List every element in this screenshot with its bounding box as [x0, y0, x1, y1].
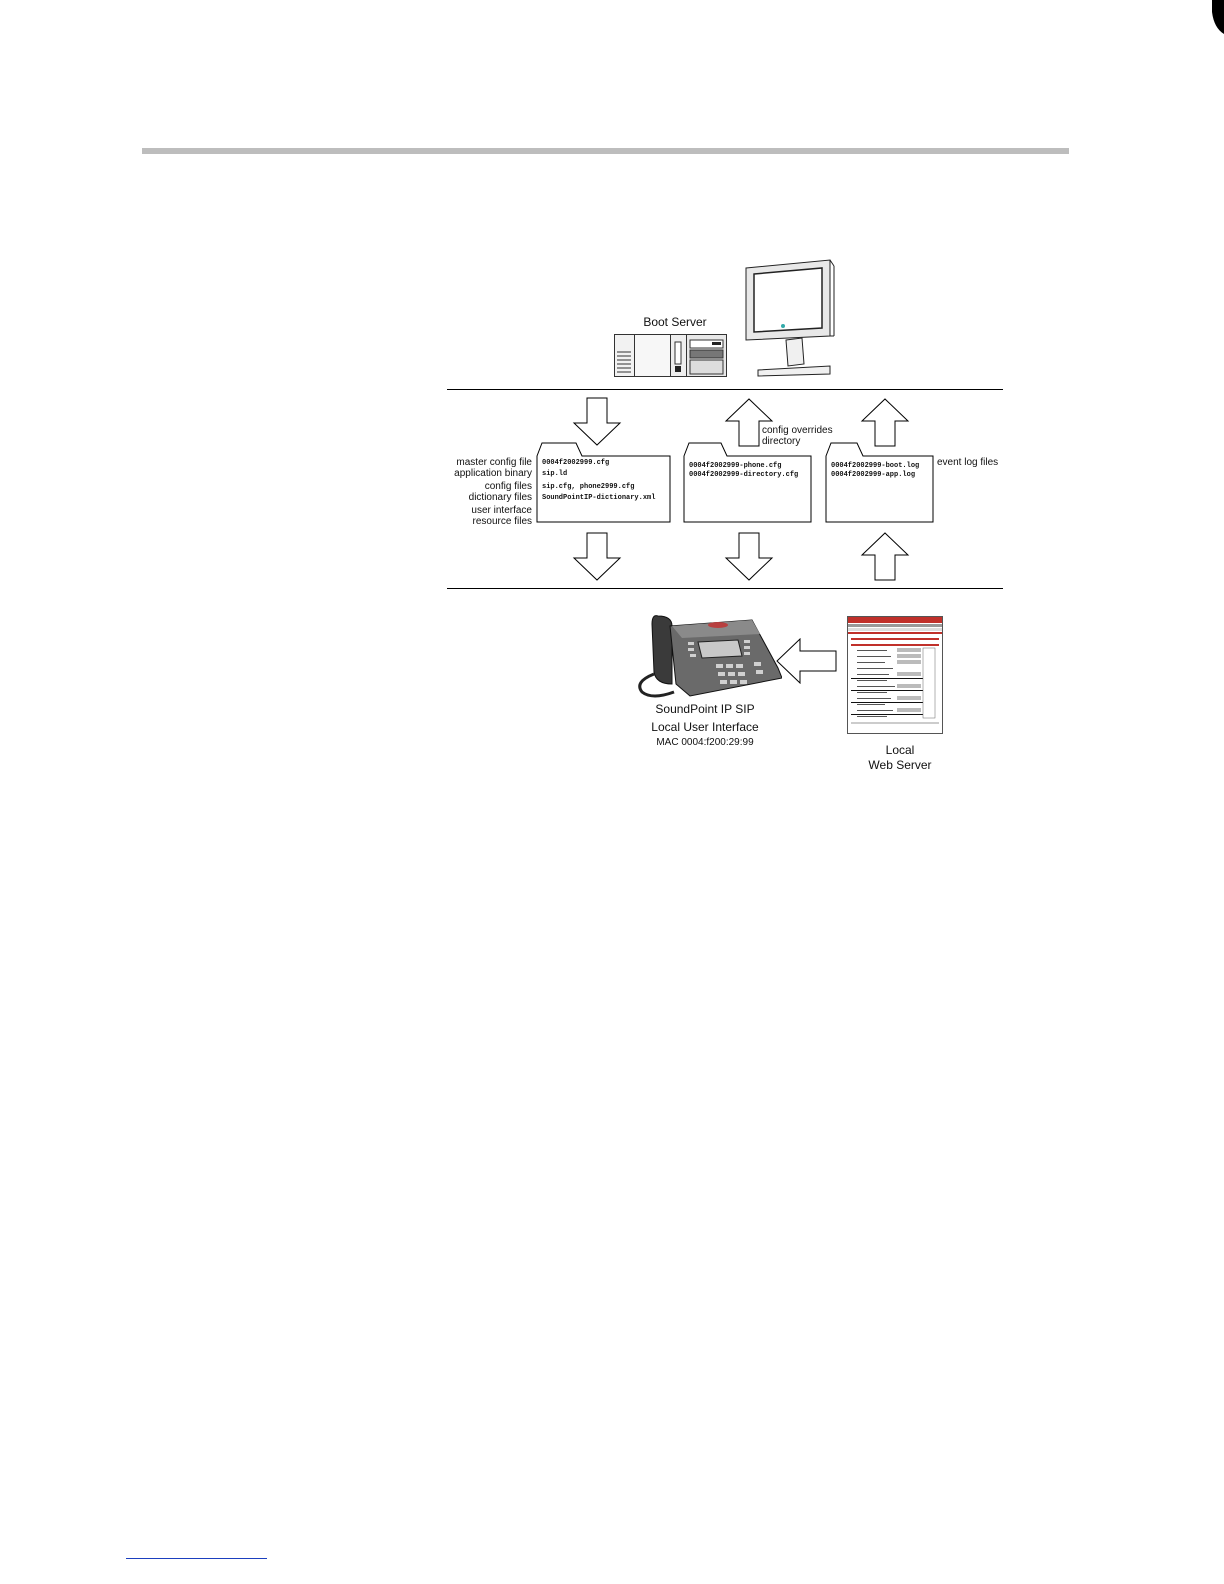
arrow-down-icon	[724, 532, 774, 582]
folder3-file-2: 0004f2002999-app.log	[831, 470, 915, 482]
master-config-label: master config file	[422, 457, 532, 469]
web-server-label-2: Web Server	[850, 758, 950, 772]
arrow-down-icon	[572, 532, 622, 582]
config-overrides-label: config overrides	[762, 425, 833, 436]
folder2-file-2: 0004f2002999-directory.cfg	[689, 470, 798, 482]
footer-link-underline	[126, 1558, 267, 1559]
event-log-label: event log files	[937, 457, 998, 468]
folder-logs	[825, 442, 935, 524]
monitor-icon	[738, 258, 838, 378]
dictionary-files-label: dictionary files	[422, 492, 532, 504]
boot-server-label: Boot Server	[620, 315, 730, 329]
arrow-down-icon	[572, 397, 622, 447]
arrow-left-icon	[776, 638, 838, 684]
phone-mac-label: MAC 0004:f200:29:99	[620, 737, 790, 748]
config-files-label: config files	[422, 481, 532, 493]
boot-server-divider	[447, 389, 1003, 390]
web-server-page-icon	[847, 616, 943, 734]
phone-label: SoundPoint IP SIP	[620, 702, 790, 716]
application-binary-label: application binary	[422, 468, 532, 480]
server-tower-icon	[614, 330, 734, 380]
folder-overrides	[683, 442, 813, 524]
header-rule	[142, 148, 1069, 154]
phone-ui-label: Local User Interface	[620, 720, 790, 734]
page-tab-marker	[1208, 0, 1224, 1584]
folder1-file-1: 0004f2002999.cfg	[542, 458, 609, 470]
folder1-file-2: sip.ld	[542, 469, 567, 481]
arrow-up-icon	[860, 532, 910, 582]
web-server-label-1: Local	[850, 743, 950, 757]
user-interface-label: user interface	[422, 505, 532, 517]
arrow-up-icon	[860, 398, 910, 448]
resource-files-label: resource files	[422, 516, 532, 528]
folder1-file-3: sip.cfg, phone2999.cfg	[542, 482, 634, 494]
folder1-file-4: SoundPointIP-dictionary.xml	[542, 493, 655, 505]
desk-phone-icon	[632, 612, 782, 702]
phone-divider	[447, 588, 1003, 589]
